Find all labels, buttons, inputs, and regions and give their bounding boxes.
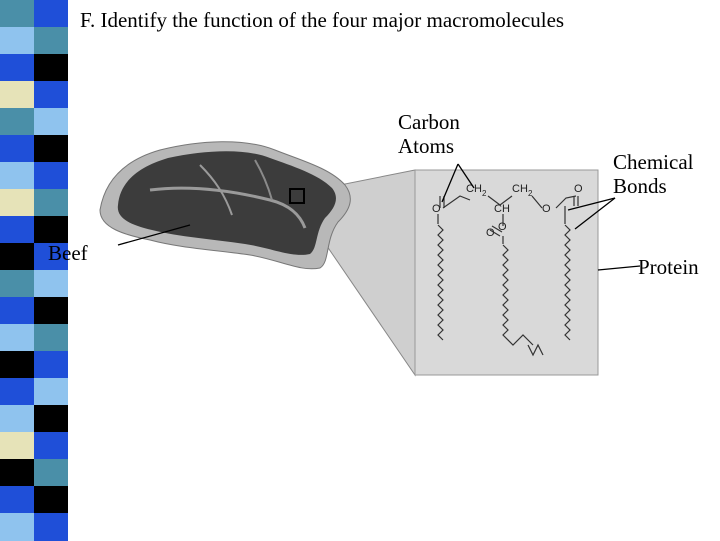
- carbon-label-line1: Carbon: [398, 110, 460, 134]
- fatty-acid-chain-2: [502, 244, 534, 346]
- stripe-cell: [0, 324, 34, 352]
- stripe-cell: [34, 405, 68, 433]
- stripe-cell: [34, 162, 68, 190]
- protein-leader-line: [597, 265, 641, 271]
- stripe-cell: [34, 27, 68, 55]
- stripe-cell: [34, 216, 68, 244]
- stripe-cell: [0, 351, 34, 379]
- chemical-leader-line: [574, 197, 616, 230]
- molecule-o-letter: O: [432, 203, 441, 215]
- stripe-cell: [0, 216, 34, 244]
- stripe-cell: [34, 54, 68, 82]
- molecule-ch: CH: [494, 203, 510, 215]
- carbon-leader-line: [441, 163, 459, 203]
- molecule-bond: [437, 195, 577, 244]
- stripe-cell: [0, 405, 34, 433]
- beef-label: Beef: [48, 241, 88, 265]
- molecule-double-bond: [439, 196, 579, 237]
- steak-fat-vein: [254, 159, 273, 201]
- stripe-cell: [0, 486, 34, 514]
- molecule-ch2-right: CH: [512, 183, 528, 195]
- stripe-cell: [34, 243, 68, 271]
- stripe-cell: [0, 378, 34, 406]
- chemical-label-line1: Chemical: [613, 150, 694, 174]
- chemical-leader-line: [567, 197, 616, 211]
- fatty-acid-chain-3: [564, 224, 571, 341]
- stripe-cell: [0, 189, 34, 217]
- stripe-cell: [34, 351, 68, 379]
- stripe-cell: [34, 81, 68, 109]
- stripe-cell: [34, 297, 68, 325]
- molecule-o-letter: O: [486, 227, 495, 239]
- carbon-label-line2: Atoms: [398, 134, 455, 158]
- steak-fat-vein: [199, 164, 233, 216]
- stripe-cell: [34, 135, 68, 163]
- stripe-cell: [0, 513, 34, 541]
- carbon-leader-line: [457, 163, 475, 189]
- fatty-acid-chain-1: [437, 224, 444, 341]
- beef-leader-line: [117, 224, 191, 246]
- zoom-highlight-box: [289, 188, 305, 204]
- stripe-cell: [34, 108, 68, 136]
- molecule-o-letter: O: [574, 183, 583, 195]
- stripe-cell: [0, 27, 34, 55]
- stripe-cell: [34, 324, 68, 352]
- stripe-cell: [34, 459, 68, 487]
- molecule-o-letter: O: [498, 221, 507, 233]
- stripe-cell: [0, 270, 34, 298]
- carbon-atoms-label: Carbon Atoms: [398, 110, 460, 158]
- slide-title: F. Identify the function of the four maj…: [80, 8, 565, 32]
- decorative-stripe-bar: [0, 0, 68, 541]
- stripe-cell: [0, 162, 34, 190]
- fatty-acid-chain-tail: [527, 343, 544, 357]
- stripe-cell: [0, 108, 34, 136]
- protein-label: Protein: [638, 255, 699, 279]
- molecule-subscript: 2: [482, 189, 487, 198]
- stripe-cell: [0, 135, 34, 163]
- chemical-bonds-label: Chemical Bonds: [613, 150, 693, 198]
- stripe-cell: [34, 432, 68, 460]
- stripe-cell: [0, 54, 34, 82]
- molecule-subscript: 2: [528, 189, 533, 198]
- stripe-cell: [0, 459, 34, 487]
- stripe-cell: [34, 513, 68, 541]
- stripe-cell: [0, 297, 34, 325]
- stripe-cell: [34, 486, 68, 514]
- steak-fat-vein: [149, 186, 307, 229]
- chemical-label-line2: Bonds: [613, 174, 667, 198]
- stripe-cell: [34, 0, 68, 28]
- molecule-ch2-left: CH: [466, 183, 482, 195]
- stripe-cell: [34, 378, 68, 406]
- stripe-cell: [34, 270, 68, 298]
- molecule-o-letter: O: [542, 203, 551, 215]
- stripe-cell: [0, 0, 34, 28]
- stripe-cell: [0, 432, 34, 460]
- stripe-cell: [0, 81, 34, 109]
- stripe-cell: [34, 189, 68, 217]
- stripe-cell: [0, 243, 34, 271]
